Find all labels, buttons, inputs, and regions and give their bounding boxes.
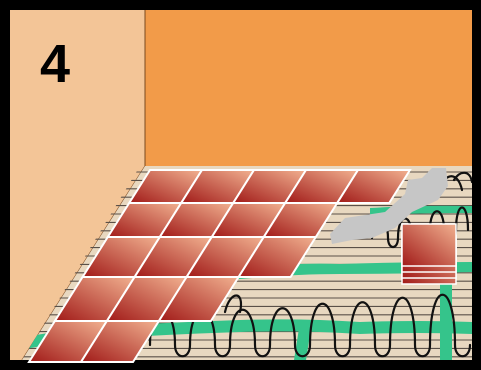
tile-stack-icon — [401, 223, 457, 285]
back-wall — [145, 10, 472, 166]
floor-tile — [79, 320, 161, 363]
step-number: 4 — [40, 34, 70, 94]
floor-tile — [157, 276, 241, 322]
left-wall — [10, 10, 145, 360]
laid-tiles — [27, 169, 412, 363]
spare-tile — [401, 223, 457, 267]
floor-tile — [335, 169, 412, 204]
mortar-patch — [330, 168, 448, 244]
floor-tile — [236, 236, 318, 278]
